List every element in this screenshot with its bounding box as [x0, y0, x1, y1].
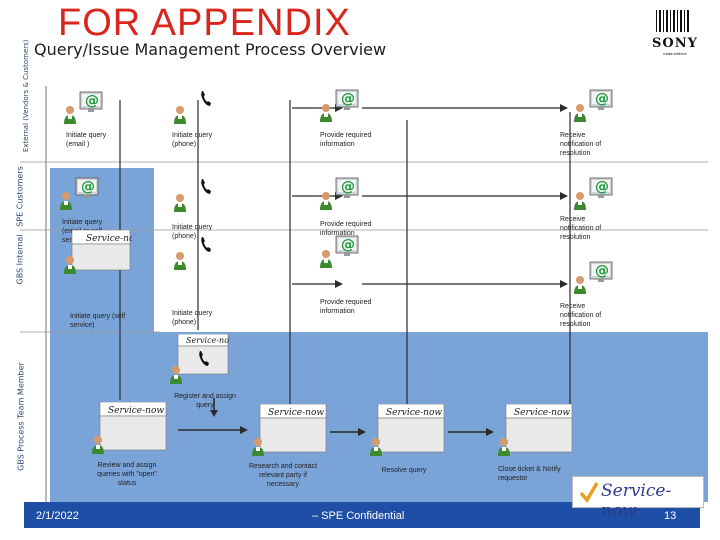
sony-logo-icon	[656, 10, 689, 32]
svg-text:Service-now: Service-now	[386, 408, 442, 418]
research-servicenow-icon: Service-now	[252, 404, 327, 456]
phone-person-icon	[174, 91, 211, 124]
footer-confidential: – SPE Confidential	[312, 510, 405, 522]
caption-gbs-self: Initiate query (self service)	[70, 313, 126, 329]
spe-provide-computer-icon	[320, 177, 359, 210]
caption-resolve: Resolve query	[381, 467, 427, 474]
page-number: 13	[664, 510, 677, 522]
page-title: Query/Issue Management Process Overview	[34, 40, 387, 59]
lane-label-process-team: GBS Process Team Member	[16, 362, 26, 471]
gbs-phone-person-icon	[174, 237, 211, 270]
caption-close: Close ticket & Notify requestor	[498, 466, 561, 482]
svg-text:Service-now: Service-now	[86, 234, 132, 244]
caption-ext-receive: Receive notification of resolution	[560, 132, 602, 157]
resolve-servicenow-icon: Service-now	[370, 404, 445, 456]
caption-research: Research and contact relevant party if n…	[248, 463, 318, 488]
caption-ext-phone: Initiate query (phone)	[172, 132, 213, 148]
servicenow-logo-text: Service-now	[601, 481, 672, 521]
spe-email-computer-icon	[60, 177, 99, 210]
gbs-servicenow-screen-icon: Service-now	[64, 230, 132, 274]
servicenow-logo: Service-now	[572, 476, 704, 521]
gbs-provide-computer-icon	[320, 235, 359, 268]
caption-spe-phone: Initiate query (phone)	[172, 224, 213, 240]
spe-phone-person-icon	[174, 179, 211, 212]
email-computer-icon	[64, 91, 103, 124]
sony-logo-text: SONY	[652, 36, 698, 51]
caption-review: Review and assign queries with "open" st…	[97, 462, 157, 487]
lane-label-external: External (Vendors & Customers)	[22, 39, 30, 152]
appendix-watermark: FOR APPENDIX	[58, 2, 351, 44]
svg-text:Service-now: Service-now	[186, 336, 230, 345]
gbs-receive-computer-icon	[574, 261, 613, 294]
sony-logo-sub: make.believe	[663, 51, 687, 56]
caption-gbs-receive: Receive notification of resolution	[560, 303, 602, 328]
svg-text:Service-now: Service-now	[268, 408, 324, 418]
caption-ext-email: Initiate query (email )	[66, 132, 107, 148]
spe-receive-computer-icon	[574, 177, 613, 210]
receive-notification-computer-icon	[574, 89, 613, 122]
lane-label-spe-customers: SPE Customers	[15, 166, 25, 227]
review-servicenow-icon: Service-now	[92, 402, 167, 454]
provide-info-computer-icon	[320, 89, 359, 122]
caption-gbs-phone: Initiate query (phone)	[172, 310, 213, 326]
svg-text:Service-now: Service-now	[514, 408, 570, 418]
caption-gbs-provide: Provide required information	[320, 299, 372, 315]
caption-ext-provide: Provide required information	[320, 132, 372, 148]
lane-label-gbs-internal: GBS Internal	[15, 234, 25, 285]
checkmark-icon	[579, 482, 599, 503]
caption-register: Register and assign query	[174, 393, 236, 409]
register-servicenow-icon: Service-now	[170, 334, 230, 384]
svg-text:Service-now: Service-now	[108, 406, 164, 416]
caption-spe-receive: Receive notification of resolution	[560, 216, 602, 241]
caption-spe-provide: Provide required information	[320, 221, 372, 237]
close-ticket-servicenow-icon: Service-now	[498, 404, 573, 456]
footer-date: 2/1/2022	[36, 510, 79, 522]
